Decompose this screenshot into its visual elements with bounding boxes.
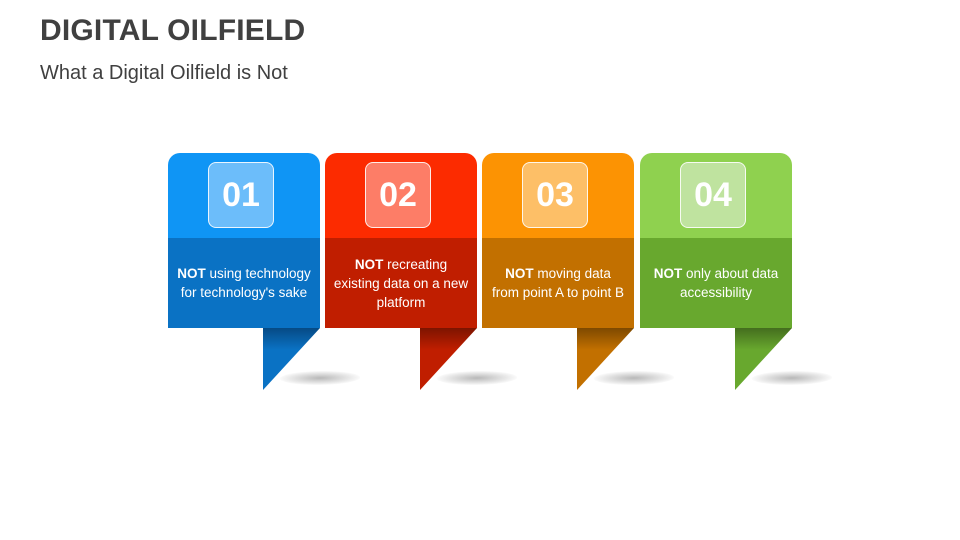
pointer-tail-icon — [735, 328, 792, 390]
card-header: 03 — [482, 153, 634, 238]
page-title: DIGITAL OILFIELD — [40, 14, 306, 47]
page-subtitle: What a Digital Oilfield is Not — [40, 62, 288, 84]
emphasis-text: NOT — [177, 266, 206, 281]
card-text: recreating existing data on a new platfo… — [333, 256, 469, 310]
emphasis-text: NOT — [505, 266, 534, 281]
card-body: NOT only about data accessibility — [640, 238, 792, 328]
card-text: only about data accessibility — [679, 266, 779, 300]
pointer-tail-icon — [577, 328, 634, 390]
card-text: using technology for technology's sake — [180, 266, 311, 300]
card-03: 03 NOT moving data from point A to point… — [482, 153, 678, 393]
pointer-tail-icon — [420, 328, 477, 390]
card-01: 01 NOT using technology for technology's… — [168, 153, 364, 393]
card-04: 04 NOT only about data accessibility — [640, 153, 836, 393]
emphasis-text: NOT — [354, 256, 384, 272]
card-header: 01 — [168, 153, 320, 238]
number-badge: 01 — [208, 162, 274, 228]
pointer-tail-icon — [263, 328, 320, 390]
card-body: NOT recreating existing data on a new pl… — [325, 238, 477, 328]
emphasis-text: NOT — [653, 266, 683, 281]
number-badge: 02 — [365, 162, 431, 228]
card-text: moving data from point A to point B — [491, 266, 625, 300]
number-badge: 03 — [522, 162, 588, 228]
card-header: 04 — [640, 153, 792, 238]
card-02: 02 NOT recreating existing data on a new… — [325, 153, 521, 393]
card-header: 02 — [325, 153, 477, 238]
number-badge: 04 — [680, 162, 746, 228]
card-body: NOT using technology for technology's sa… — [168, 238, 320, 328]
card-body: NOT moving data from point A to point B — [482, 238, 634, 328]
